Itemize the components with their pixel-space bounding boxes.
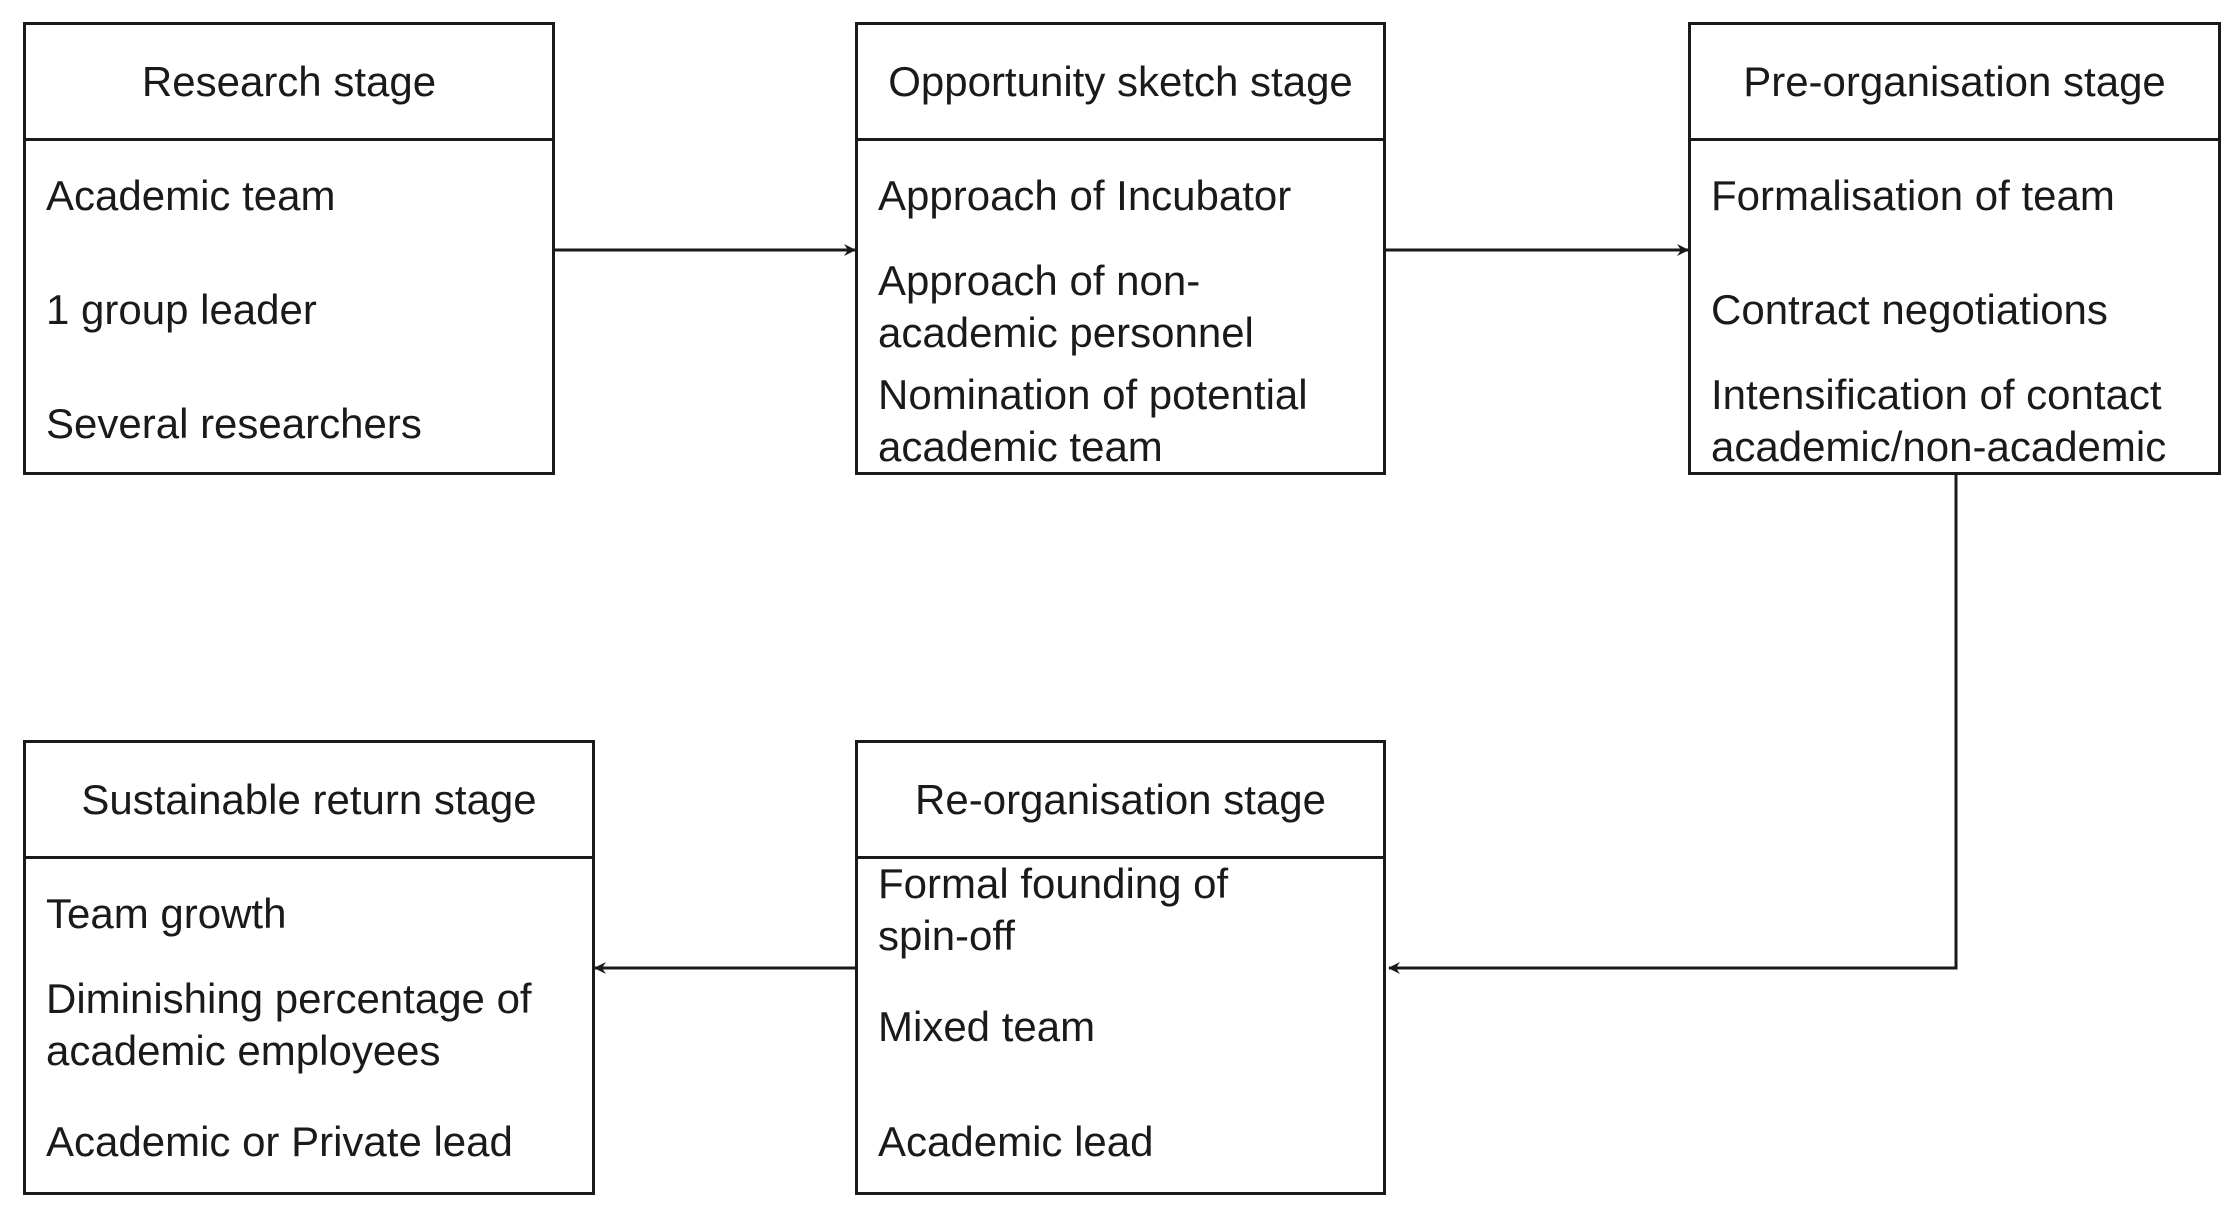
stage-item: Academic team — [46, 172, 336, 219]
stage-item: Approach of non-academic personnel — [878, 257, 1254, 356]
stage-title: Opportunity sketch stage — [858, 25, 1383, 141]
stage-research: Research stage Academic team 1 group lea… — [23, 22, 555, 475]
stage-item: Formal founding of spin-off — [878, 860, 1229, 959]
stage-item: Academic or Private lead — [46, 1118, 513, 1165]
stage-item: Mixed team — [878, 1003, 1096, 1050]
stage-opportunity-sketch: Opportunity sketch stage Approach of Inc… — [855, 22, 1386, 475]
stage-item: Nomination of potential academic team — [878, 371, 1308, 470]
stage-item: Diminishing percentage of academic emplo… — [46, 975, 532, 1074]
stage-title: Sustainable return stage — [26, 743, 592, 859]
stage-sustainable-return: Sustainable return stage Team growth Dim… — [23, 740, 595, 1195]
stage-item: Contract negotiations — [1711, 286, 2108, 333]
stage-pre-organisation: Pre-organisation stage Formalisation of … — [1688, 22, 2221, 475]
arrow-pre-organisation-to-re-organisation — [1388, 475, 1958, 974]
stage-item: Academic lead — [878, 1118, 1154, 1165]
stage-title: Re-organisation stage — [858, 743, 1383, 859]
stage-title: Research stage — [26, 25, 552, 141]
stage-re-organisation: Re-organisation stage Formal founding of… — [855, 740, 1386, 1195]
stage-title: Pre-organisation stage — [1691, 25, 2218, 141]
stage-item: Approach of Incubator — [878, 172, 1292, 219]
stage-item: Formalisation of team — [1711, 172, 2115, 219]
stage-item: Several researchers — [46, 400, 422, 447]
stage-item: 1 group leader — [46, 286, 317, 333]
stage-item: Intensification of contact academic/non-… — [1711, 371, 2167, 470]
stage-item: Team growth — [46, 890, 287, 937]
